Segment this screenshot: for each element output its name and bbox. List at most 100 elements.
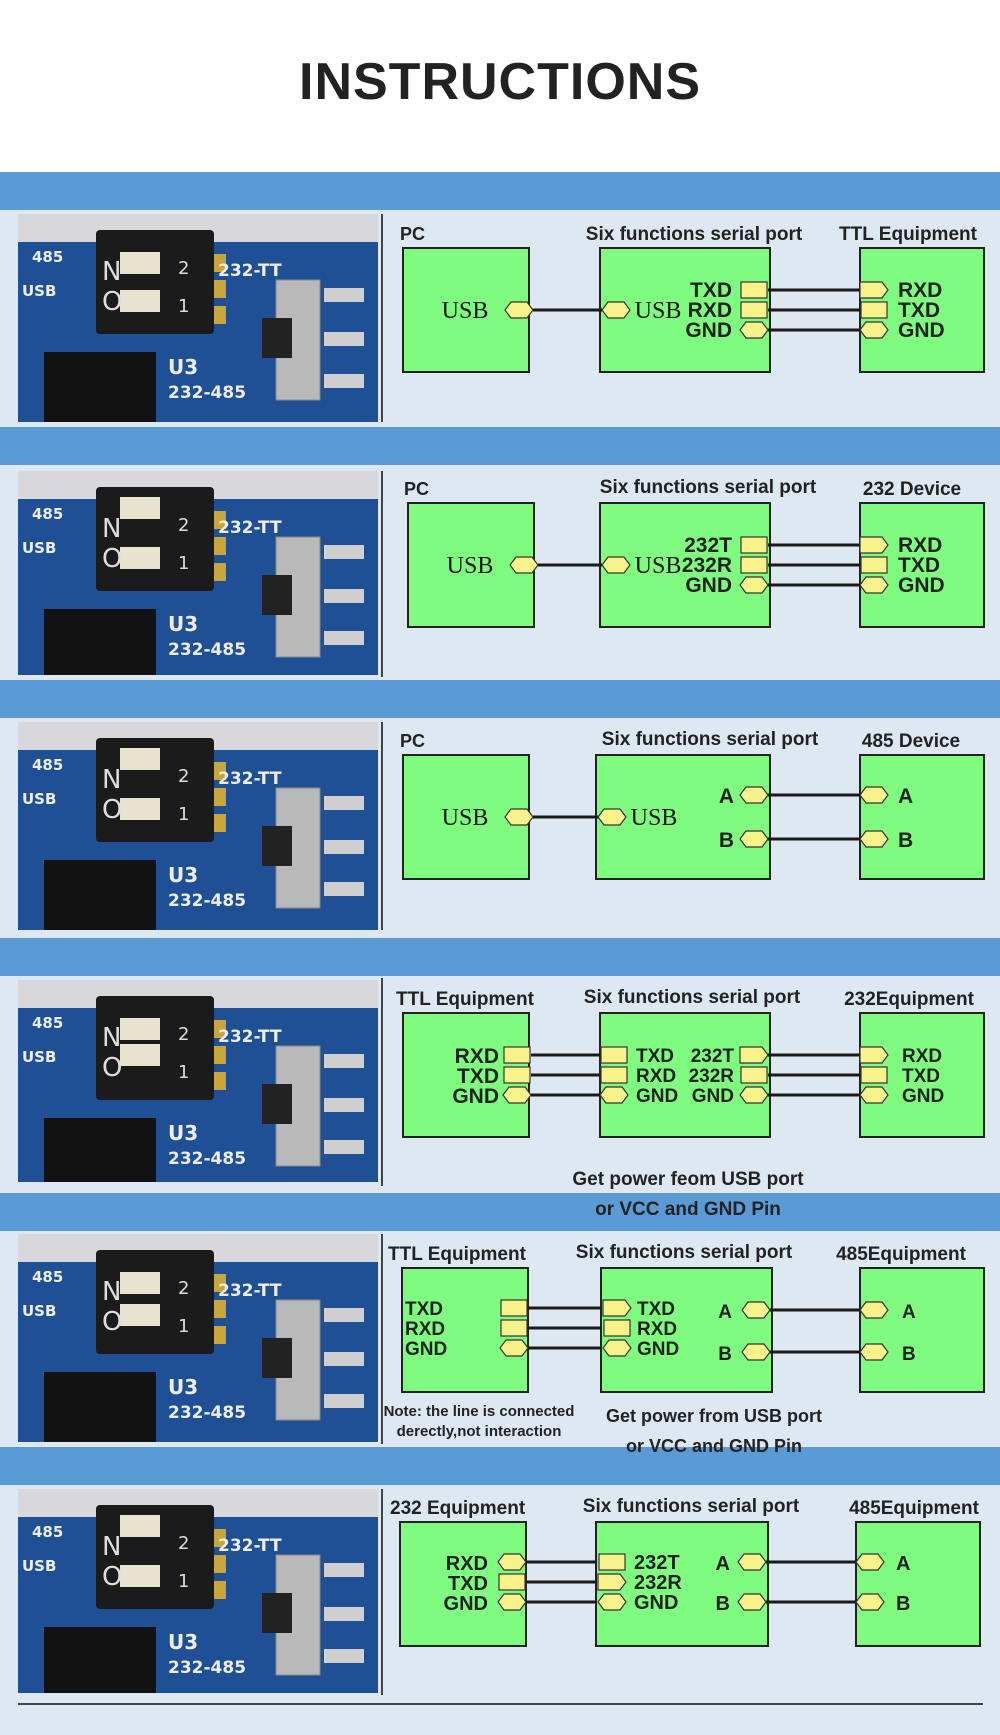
serial-port-title: Six functions serial port — [576, 1242, 793, 1263]
dip-2-label: 2 — [178, 515, 189, 536]
usb-label: USB — [442, 298, 489, 324]
switch-pin — [324, 1140, 364, 1154]
slide-knob — [262, 1338, 292, 1378]
pin-label: TXD — [690, 279, 732, 302]
pin-label: B — [898, 829, 913, 852]
dip-o-label: O — [102, 1307, 122, 1337]
gold-pin — [214, 306, 226, 324]
connector-pin — [499, 1339, 529, 1357]
gold-pin — [214, 788, 226, 806]
connector-pin — [597, 808, 627, 826]
pin-label: 232T — [684, 534, 732, 557]
connector-pin — [502, 1086, 532, 1104]
pcb-232485-label: 232-485 — [168, 1403, 246, 1423]
pin-label: 232R — [682, 554, 732, 577]
connector-pin — [503, 1046, 531, 1064]
pin-label: TXD — [405, 1299, 443, 1320]
connector-pin — [740, 301, 768, 319]
connector-pin — [739, 321, 769, 339]
switch-pin — [324, 1394, 364, 1408]
connector-pin — [740, 536, 768, 554]
dip-1-label: 1 — [178, 804, 189, 825]
dip-toggle-2 — [120, 1304, 160, 1326]
dip-toggle-1 — [120, 1018, 160, 1040]
gold-pin — [214, 537, 226, 555]
pin-label: A — [896, 1553, 910, 1575]
dip-toggle-1 — [120, 252, 160, 274]
divider-band — [0, 1447, 1000, 1485]
dip-toggle-1 — [120, 497, 160, 519]
pcb-u3-label: U3 — [168, 1121, 198, 1145]
connector-pin — [602, 1339, 632, 1357]
dip-n-label: N — [102, 257, 121, 287]
pcb-485-label: 485 — [32, 1523, 63, 1541]
pcb-usb-label: USB — [22, 1048, 56, 1066]
left-device-title: PC — [404, 479, 429, 499]
gold-pin — [214, 1020, 226, 1038]
pcb-usb-label: USB — [22, 282, 56, 300]
dip-toggle-2 — [120, 1565, 160, 1587]
dip-n-label: N — [102, 514, 121, 544]
ic-chip — [44, 1372, 156, 1442]
pin-label: GND — [692, 1086, 734, 1107]
pin-label: B — [719, 829, 734, 852]
switch-pin — [324, 589, 364, 603]
slide-knob — [262, 318, 292, 358]
switch-pin — [324, 1352, 364, 1366]
connector-pin — [739, 1086, 769, 1104]
dip-1-label: 1 — [178, 296, 189, 317]
connector-pin — [859, 786, 889, 804]
pin-label: GND — [634, 1592, 678, 1614]
pin-label: RXD — [898, 534, 942, 557]
usb-label: USB — [631, 805, 678, 831]
connector-pin — [503, 1066, 531, 1084]
connector-pin — [741, 1343, 771, 1361]
pcb-485-label: 485 — [32, 1014, 63, 1032]
pcb-232tt-label: 232-TT — [218, 1281, 282, 1301]
switch-pin — [324, 796, 364, 810]
divider-band — [0, 172, 1000, 210]
switch-pin — [324, 882, 364, 896]
connector-pin — [741, 1301, 771, 1319]
switch-pin — [324, 288, 364, 302]
power-note: or VCC and GND Pin — [626, 1436, 802, 1456]
gold-pin — [214, 254, 226, 272]
slide-knob — [262, 1593, 292, 1633]
connector-pin — [597, 1593, 627, 1611]
divider-band — [0, 427, 1000, 465]
dip-toggle-1 — [120, 1272, 160, 1294]
pin-label: GND — [898, 574, 945, 597]
bottom-divider — [18, 1703, 983, 1705]
connector-pin — [860, 1066, 888, 1084]
gold-pin — [214, 1046, 226, 1064]
left-device-title: TTL Equipment — [396, 989, 535, 1010]
pcb-232485-label: 232-485 — [168, 383, 246, 403]
connector-pin — [859, 1343, 889, 1361]
dip-n-label: N — [102, 765, 121, 795]
pcb-usb-label: USB — [22, 1557, 56, 1575]
pcb-232485-label: 232-485 — [168, 640, 246, 660]
pcb-u3-label: U3 — [168, 863, 198, 887]
connector-pin — [599, 1086, 629, 1104]
connector-pin — [497, 1553, 527, 1571]
separator-line — [381, 978, 383, 1186]
pin-label: GND — [636, 1086, 678, 1107]
connector-pin — [859, 1086, 889, 1104]
connector-pin — [859, 321, 889, 339]
gold-pin — [214, 762, 226, 780]
dip-o-label: O — [102, 1562, 122, 1592]
connector-pin — [737, 1553, 767, 1571]
dip-2-label: 2 — [178, 766, 189, 787]
pin-label: B — [716, 1593, 730, 1615]
dip-2-label: 2 — [178, 1533, 189, 1554]
pcb-232485-label: 232-485 — [168, 1149, 246, 1169]
right-device-title: TTL Equipment — [839, 224, 978, 245]
pin-label: GND — [405, 1339, 447, 1360]
